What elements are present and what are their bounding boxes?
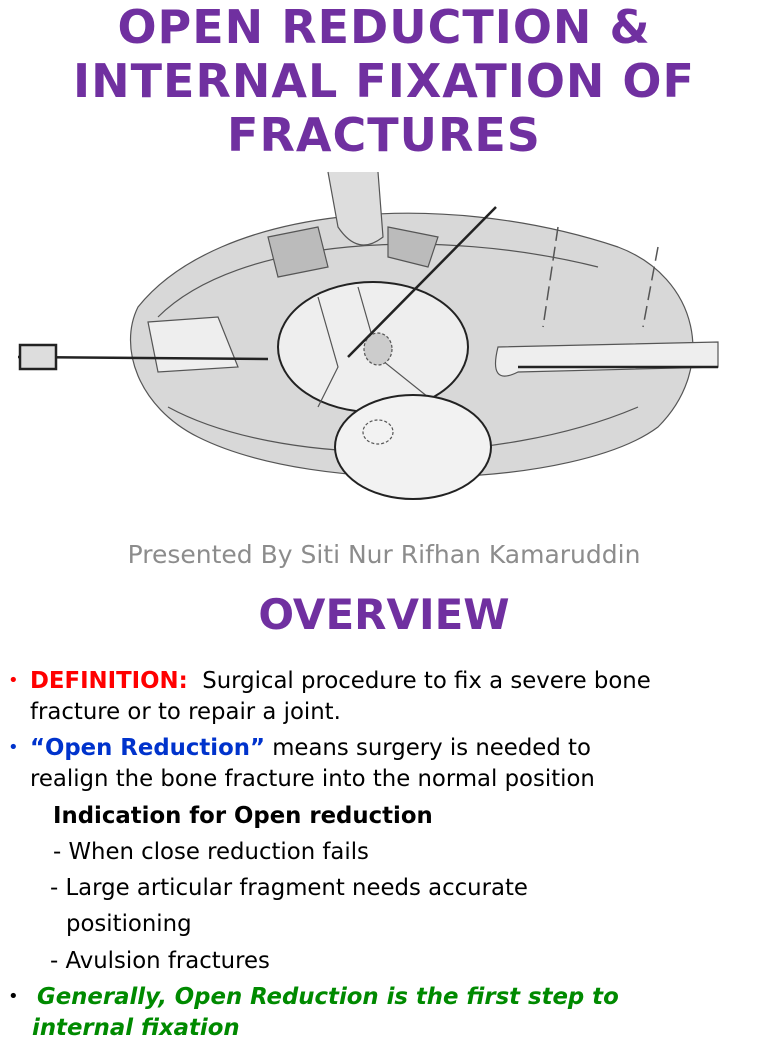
- bullet-icon: •: [8, 737, 19, 758]
- open-reduction-line: “Open Reduction” means surgery is needed…: [30, 733, 591, 761]
- indication-item: - Avulsion fractures: [50, 946, 270, 974]
- definition-line: DEFINITION: Surgical procedure to fix a …: [30, 666, 651, 694]
- bullet-icon: •: [8, 670, 19, 691]
- indication-item: positioning: [66, 909, 192, 937]
- open-reduction-text: means surgery is needed to: [272, 733, 591, 761]
- overview-heading: OVERVIEW: [258, 590, 510, 639]
- open-reduction-text-2: realign the bone fracture into the norma…: [30, 764, 595, 792]
- title-line: INTERNAL FIXATION OF: [73, 54, 695, 108]
- indication-heading: Indication for Open reduction: [53, 801, 433, 829]
- title-line: OPEN REDUCTION &: [117, 0, 651, 54]
- definition-label: DEFINITION:: [30, 666, 188, 694]
- generally-line: Generally, Open Reduction is the first s…: [37, 982, 619, 1010]
- definition-text-2: fracture or to repair a joint.: [30, 697, 341, 725]
- title-line: FRACTURES: [227, 108, 541, 162]
- surgical-illustration: [17, 167, 738, 537]
- bullet-icon: •: [8, 986, 19, 1007]
- open-reduction-label: “Open Reduction”: [30, 733, 265, 761]
- indication-item: - When close reduction fails: [53, 837, 369, 865]
- generally-line-2: internal fixation: [32, 1013, 240, 1041]
- slide-title: OPEN REDUCTION & INTERNAL FIXATION OF FR…: [0, 0, 768, 162]
- indication-item: - Large articular fragment needs accurat…: [50, 873, 528, 901]
- definition-text: Surgical procedure to fix a severe bone: [202, 666, 651, 694]
- presenter-name: Presented By Siti Nur Rifhan Kamaruddin: [127, 540, 641, 569]
